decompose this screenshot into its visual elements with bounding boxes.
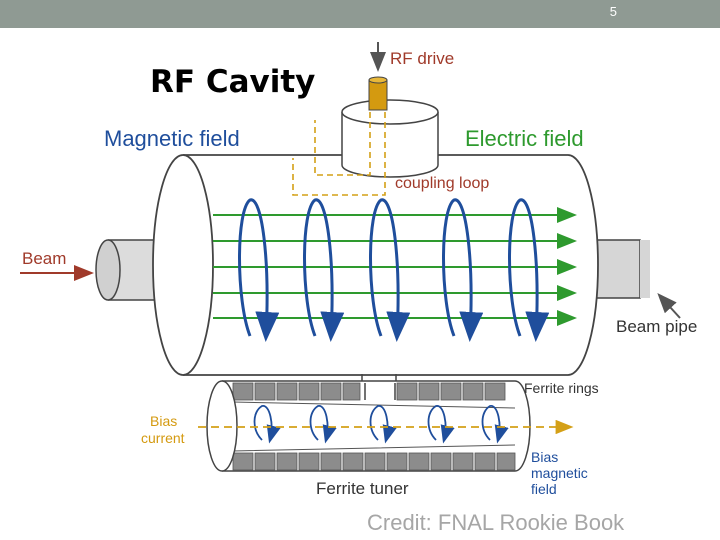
cavity-body xyxy=(152,154,599,376)
label-ferrite-rings: Ferrite rings xyxy=(524,380,599,396)
magnetic-field-loops xyxy=(238,198,550,342)
label-bias-current-2: current xyxy=(141,430,185,446)
label-rf-drive: RF drive xyxy=(390,49,454,68)
rf-port xyxy=(341,76,439,178)
beam-pipe-pointer xyxy=(657,293,681,319)
credit-text: Credit: FNAL Rookie Book xyxy=(367,510,625,535)
label-bias-current-1: Bias xyxy=(150,413,177,429)
bias-field-loops xyxy=(253,405,509,444)
label-bias-field-1: Bias xyxy=(531,449,558,465)
label-ferrite-tuner: Ferrite tuner xyxy=(316,479,409,498)
slide-number: 5 xyxy=(609,4,617,19)
label-beam-pipe: Beam pipe xyxy=(616,317,697,336)
top-bar: 5 xyxy=(0,0,720,28)
label-magnetic-field: Magnetic field xyxy=(104,126,240,151)
label-coupling-loop: coupling loop xyxy=(395,175,489,192)
label-electric-field: Electric field xyxy=(465,126,584,151)
label-bias-field-3: field xyxy=(531,481,557,497)
coupling-loop xyxy=(292,112,386,196)
slide-title: RF Cavity xyxy=(150,64,316,100)
ferrite-tuner xyxy=(206,380,531,472)
label-bias-field-2: magnetic xyxy=(531,465,588,481)
label-beam: Beam xyxy=(22,249,66,268)
